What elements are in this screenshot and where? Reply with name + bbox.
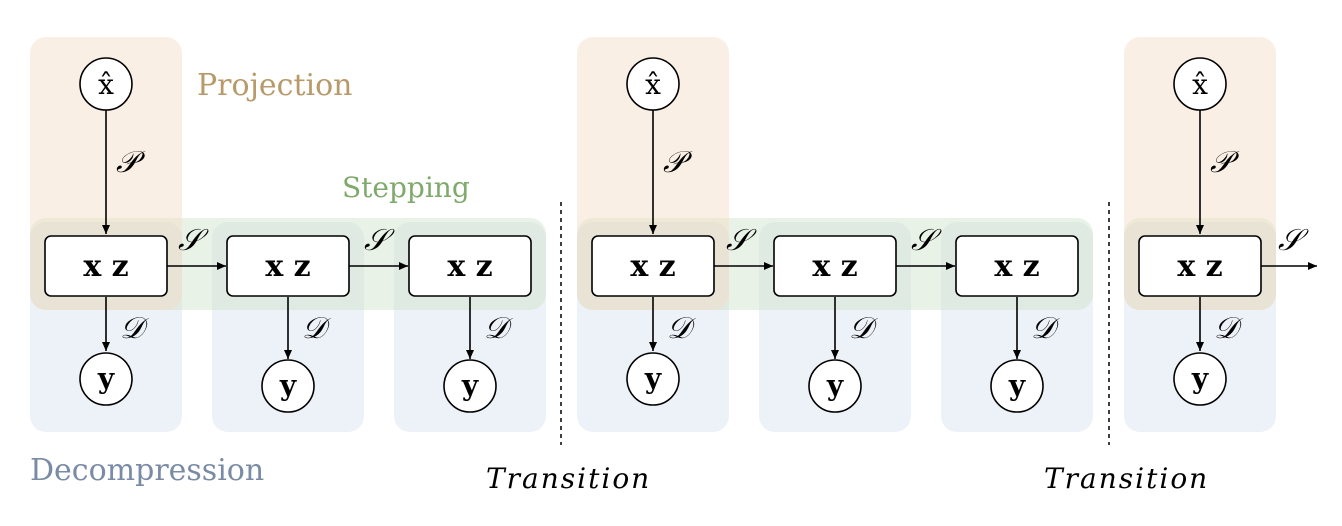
svg-text:y: y xyxy=(1008,369,1026,402)
observation-node-6: y xyxy=(990,359,1044,413)
observation-node-4: y xyxy=(626,352,680,406)
svg-text:y: y xyxy=(1191,362,1209,395)
stepping-op-5: 𝒮 xyxy=(1278,223,1309,258)
state-node-7: x z xyxy=(1138,235,1262,297)
state-node-5: x z xyxy=(773,235,897,297)
svg-text:x̂: x̂ xyxy=(1192,68,1208,101)
observation-node-2: y xyxy=(261,359,315,413)
svg-text:x̂: x̂ xyxy=(645,68,661,101)
decompression-label: Decompression xyxy=(30,453,264,488)
svg-text:x z: x z xyxy=(630,249,675,284)
input-node-2: x̂ xyxy=(626,57,680,111)
svg-text:x z: x z xyxy=(1177,249,1222,284)
projection-label: Projection xyxy=(197,68,352,103)
observation-nodes: y y y y y y y xyxy=(79,352,1227,413)
svg-text:y: y xyxy=(97,362,115,395)
svg-text:y: y xyxy=(644,362,662,395)
svg-text:x z: x z xyxy=(812,249,857,284)
svg-text:y: y xyxy=(461,369,479,402)
arrows xyxy=(102,110,1317,359)
svg-text:x z: x z xyxy=(265,249,310,284)
observation-node-3: y xyxy=(443,359,497,413)
svg-text:x̂: x̂ xyxy=(98,68,114,101)
input-nodes: x̂ x̂ x̂ xyxy=(79,57,1227,111)
observation-node-5: y xyxy=(808,359,862,413)
input-node-1: x̂ xyxy=(79,57,133,111)
state-nodes: x z x z x z x z x z x z x z xyxy=(44,235,1262,297)
state-node-2: x z xyxy=(226,235,350,297)
transition-label-2: Transition xyxy=(1044,462,1209,495)
svg-text:x z: x z xyxy=(447,249,492,284)
stepping-op-labels: 𝒮 𝒮 𝒮 𝒮 𝒮 xyxy=(178,223,1309,258)
svg-text:y: y xyxy=(279,369,297,402)
state-node-4: x z xyxy=(591,235,715,297)
svg-text:y: y xyxy=(826,369,844,402)
svg-text:x z: x z xyxy=(83,249,128,284)
svg-text:x z: x z xyxy=(994,249,1039,284)
transition-label-1: Transition xyxy=(486,462,651,495)
input-node-3: x̂ xyxy=(1173,57,1227,111)
state-node-3: x z xyxy=(408,235,532,297)
projection-op-labels: 𝒫 𝒫 𝒫 xyxy=(116,145,1240,180)
state-node-6: x z xyxy=(955,235,1079,297)
observation-node-7: y xyxy=(1173,352,1227,406)
stepping-label: Stepping xyxy=(342,171,470,204)
state-node-1: x z xyxy=(44,235,168,297)
observation-node-1: y xyxy=(79,352,133,406)
